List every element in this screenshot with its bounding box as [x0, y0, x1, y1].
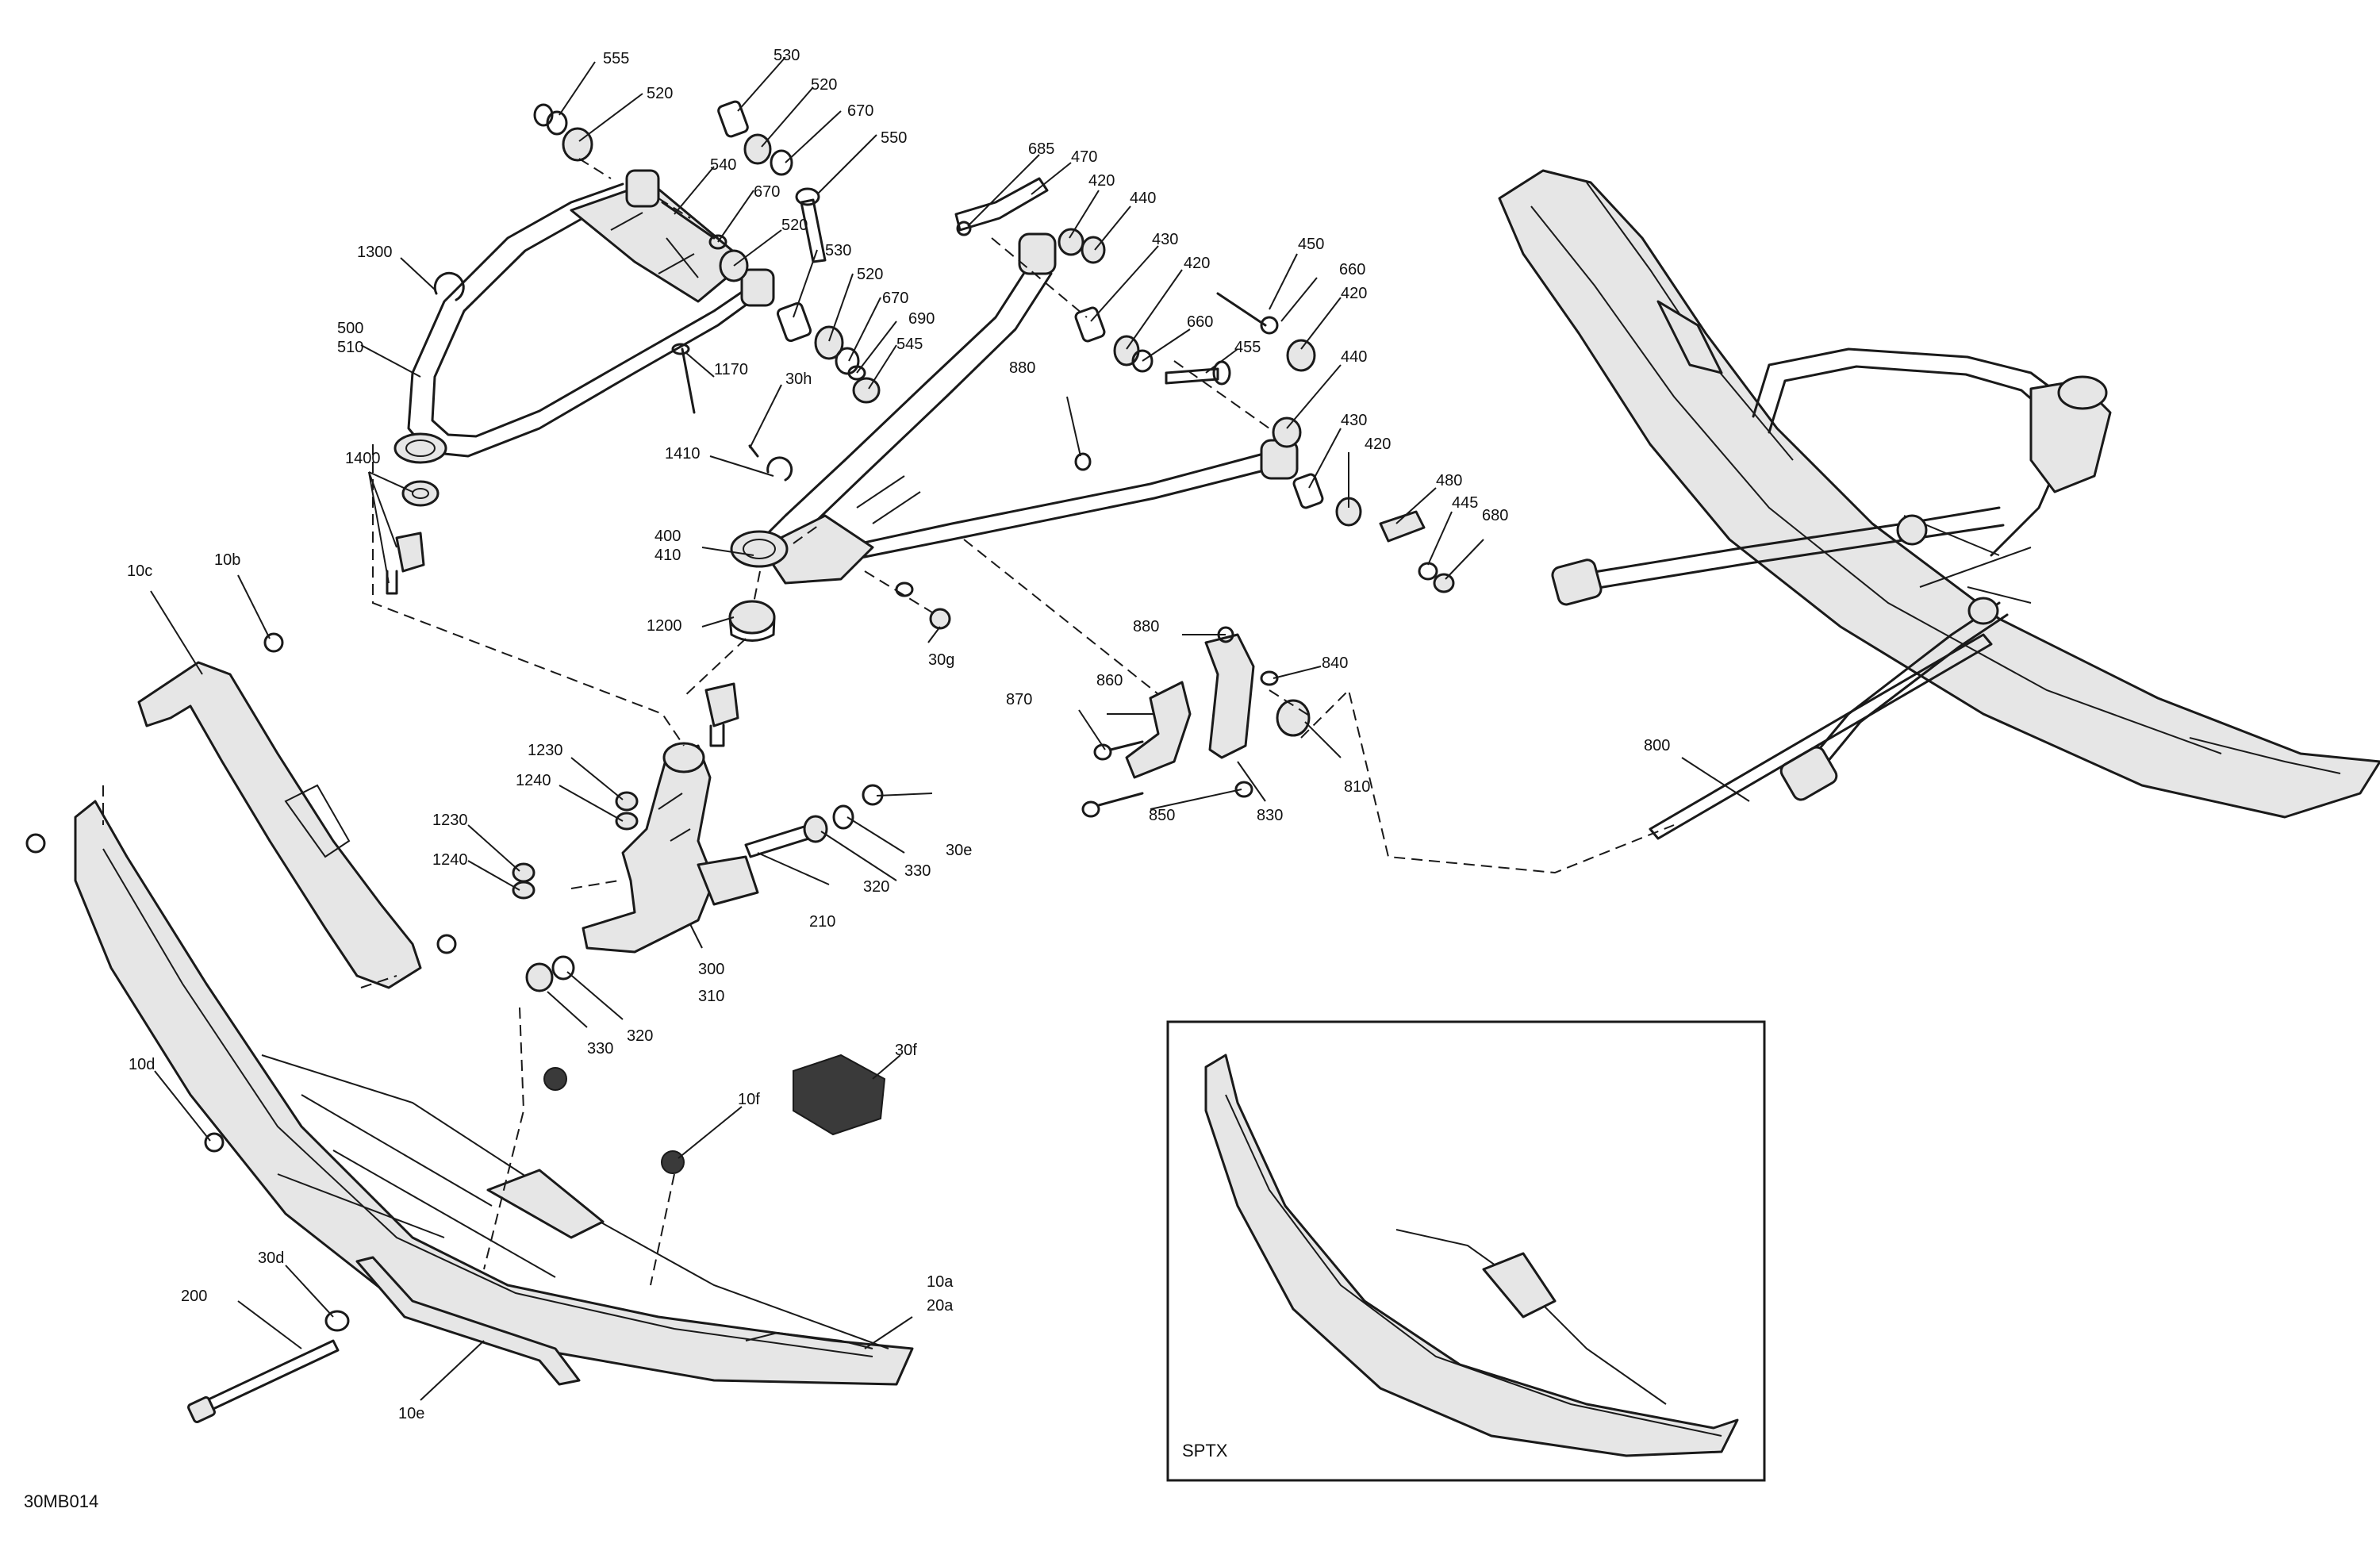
callout-label: 685 [1028, 140, 1054, 158]
inset-sptx: SPTX [1166, 1020, 1766, 1482]
callout-label: 880 [1133, 618, 1159, 635]
callout-label: 420 [1088, 172, 1115, 190]
ski-assembly [25, 800, 914, 1386]
leader-lines [150, 56, 1750, 1401]
callout-label: 520 [857, 266, 883, 283]
alignment-lines [102, 158, 1675, 1286]
callout-label: 480 [1436, 472, 1462, 489]
callout-label: 420 [1365, 436, 1391, 453]
callout-label: 880 [1009, 359, 1035, 377]
callout-label: 860 [1096, 672, 1123, 689]
callout-label: 20a [927, 1297, 954, 1315]
callout-label: 440 [1341, 348, 1367, 366]
callout-label: 660 [1187, 313, 1213, 331]
callout-label: 555 [603, 50, 629, 67]
callout-label: 420 [1341, 285, 1367, 302]
callout-label: 10f [738, 1091, 760, 1108]
callout-label: 430 [1341, 412, 1367, 429]
callout-label: 430 [1152, 231, 1178, 248]
callout-label: 1400 [345, 450, 381, 467]
ski-stopper [793, 1054, 886, 1136]
callout-label: 320 [863, 878, 889, 896]
callout-label: 10d [129, 1056, 155, 1073]
callout-label: 410 [654, 547, 681, 564]
callout-label: 810 [1344, 778, 1370, 796]
callout-label: 1410 [665, 445, 701, 463]
callout-label: 30f [895, 1042, 917, 1059]
callout-label: 330 [587, 1040, 613, 1057]
callout-label: 550 [881, 129, 907, 147]
callout-label: 510 [337, 339, 363, 356]
inset-label: SPTX [1182, 1441, 1228, 1460]
callout-label: 1230 [528, 742, 563, 759]
callout-label: 520 [811, 76, 837, 94]
callout-label: 300 [698, 961, 724, 978]
callout-label: 320 [627, 1027, 653, 1045]
assembled-view [1498, 169, 2380, 840]
steering-arm [1081, 626, 1311, 818]
diagram-code: 30MB014 [24, 1491, 98, 1511]
callout-label: 200 [181, 1288, 207, 1305]
ski-runner [187, 1256, 581, 1423]
ski-handle [137, 632, 457, 989]
ball-joint-parts [386, 271, 465, 595]
callout-label: 470 [1071, 148, 1097, 166]
callout-label: 840 [1322, 654, 1348, 672]
callout-label: 1230 [432, 812, 468, 829]
callout-label: 530 [825, 242, 851, 259]
callout-label: 530 [774, 47, 800, 64]
spindle [512, 742, 884, 992]
callout-label: 690 [908, 310, 935, 328]
callout-label: 870 [1006, 691, 1032, 708]
upper-arm-front-hardware [533, 100, 827, 263]
callout-label: 520 [781, 217, 808, 234]
callout-label: 660 [1339, 261, 1365, 278]
callout-label: 520 [647, 85, 673, 102]
callout-label: 10e [398, 1405, 424, 1422]
ball-joint-1200 [704, 600, 776, 747]
callout-label: 500 [337, 320, 363, 337]
lower-a-arm [730, 232, 1299, 585]
callout-label: 540 [710, 156, 736, 174]
callout-label: 450 [1298, 236, 1324, 253]
callout-label: 1300 [357, 244, 393, 261]
callout-label: 400 [654, 528, 681, 545]
callout-label: 670 [882, 290, 908, 307]
callout-label: 800 [1644, 737, 1670, 754]
callout-label: 455 [1234, 339, 1261, 356]
callout-label: 440 [1130, 190, 1156, 207]
callout-label: 1170 [714, 361, 748, 378]
callout-label: 1240 [516, 772, 551, 789]
callout-label: 310 [698, 988, 724, 1005]
callout-label: 30d [258, 1249, 284, 1267]
callout-label: 30h [785, 370, 812, 388]
callout-label: 545 [896, 336, 923, 353]
callout-label: 850 [1149, 807, 1175, 824]
callout-label: 10c [127, 562, 152, 580]
callout-label: 30g [928, 651, 954, 669]
callout-label: 830 [1257, 807, 1283, 824]
callout-label: 1200 [647, 617, 682, 635]
callout-label: 1240 [432, 851, 468, 869]
upper-a-arm [393, 169, 775, 464]
callout-label: 210 [809, 913, 835, 931]
callout-label: 445 [1452, 494, 1478, 512]
callout-label: 680 [1482, 507, 1508, 524]
callout-label: 30e [946, 842, 972, 859]
callout-label: 670 [754, 183, 780, 201]
callout-label: 420 [1184, 255, 1210, 272]
callout-label: 330 [904, 862, 931, 880]
lower-arm-hardware [671, 177, 1455, 630]
callout-label: 670 [847, 102, 873, 120]
callout-label: 10b [214, 551, 240, 569]
callout-labels: 555 520 530 520 670 550 540 670 520 530 … [127, 47, 1670, 1422]
callout-label: 10a [927, 1273, 954, 1291]
